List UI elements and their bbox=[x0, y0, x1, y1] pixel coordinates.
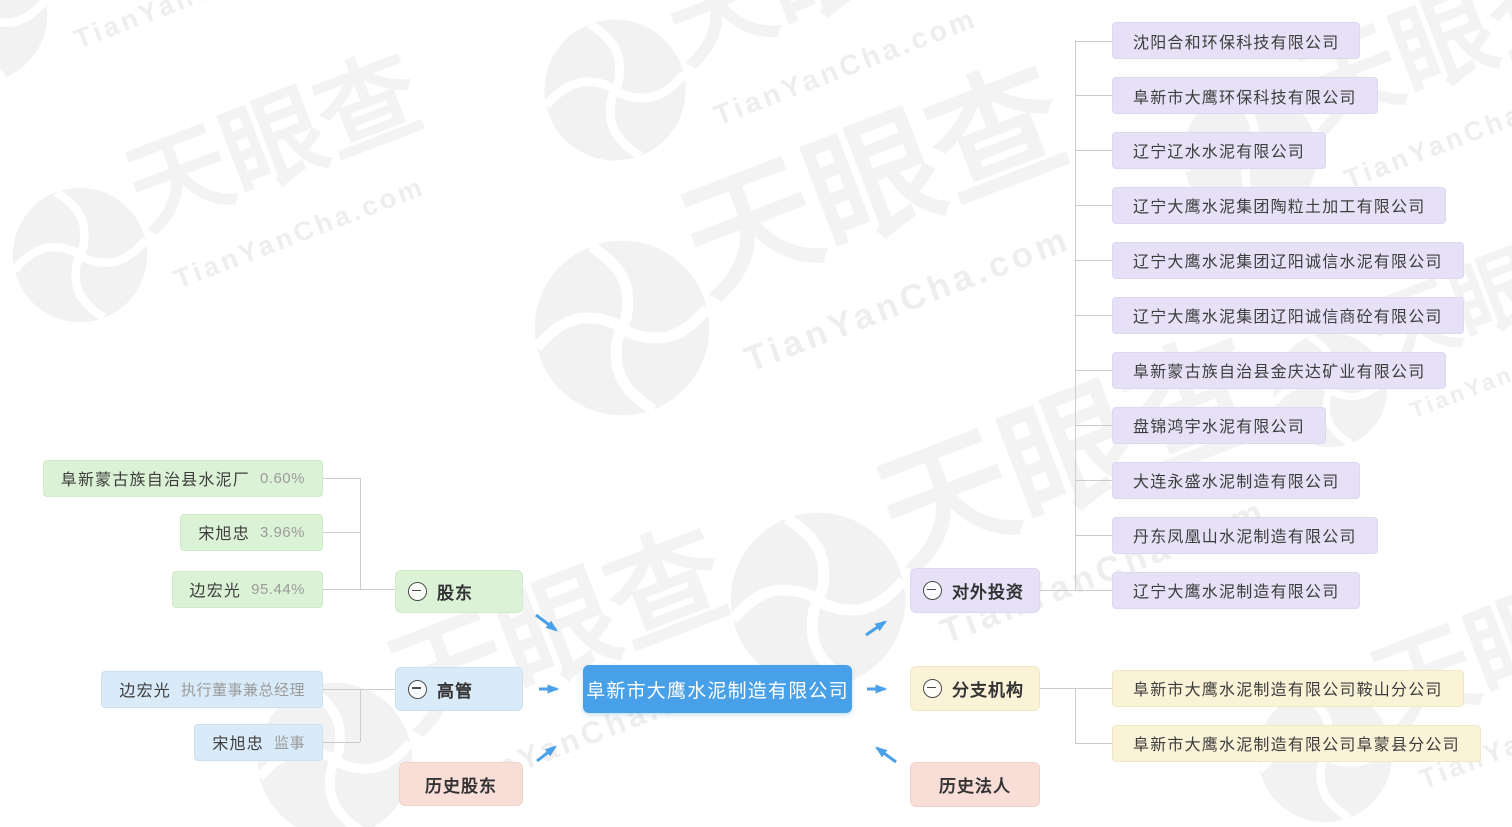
connector-line bbox=[1075, 41, 1112, 42]
shareholder-percent: 95.44% bbox=[251, 580, 305, 598]
shareholder-name: 宋旭忠 bbox=[198, 526, 250, 543]
collapse-minus-icon[interactable] bbox=[408, 582, 427, 601]
shareholder-name: 阜新蒙古族自治县水泥厂 bbox=[60, 472, 250, 489]
connector-line bbox=[323, 589, 395, 590]
investment-company[interactable]: 沈阳合和环保科技有限公司 bbox=[1112, 22, 1361, 59]
investment-company[interactable]: 辽宁大鹰水泥集团陶粒土加工有限公司 bbox=[1112, 186, 1447, 224]
shareholder[interactable]: 阜新蒙古族自治县水泥厂 0.60% bbox=[42, 459, 323, 497]
connector-line bbox=[1075, 425, 1112, 426]
connector-line bbox=[1075, 743, 1112, 744]
executive-role: 执行董事兼总经理 bbox=[180, 681, 305, 699]
connector-line bbox=[1075, 315, 1112, 316]
investment-company[interactable]: 阜新蒙古族自治县金庆达矿业有限公司 bbox=[1112, 351, 1447, 389]
connector-line bbox=[1075, 150, 1112, 151]
shareholder-name: 边宏光 bbox=[189, 583, 242, 600]
executive[interactable]: 宋旭忠监事 bbox=[194, 723, 323, 761]
investment-company[interactable]: 盘锦鸿宇水泥有限公司 bbox=[1112, 406, 1327, 444]
center-company-node[interactable]: 阜新市大鹰水泥制造有限公司 bbox=[583, 665, 852, 713]
executive-role: 监事 bbox=[273, 734, 305, 752]
investment-company[interactable]: 丹东凤凰山水泥制造有限公司 bbox=[1112, 516, 1378, 554]
group-node-shareholders[interactable]: 股东 bbox=[395, 570, 523, 613]
executive-name: 宋旭忠 bbox=[212, 736, 264, 753]
shareholder-percent: 3.96% bbox=[259, 523, 305, 541]
group-label: 对外投资 bbox=[952, 583, 1024, 602]
investment-company[interactable]: 辽宁辽水水泥有限公司 bbox=[1112, 131, 1327, 169]
connector-line bbox=[323, 742, 360, 743]
connector-line bbox=[1075, 260, 1112, 261]
connector-line bbox=[1075, 480, 1112, 481]
group-node-branches[interactable]: 分支机构 bbox=[910, 666, 1040, 711]
collapse-minus-icon[interactable] bbox=[923, 581, 942, 600]
group-label: 历史股东 bbox=[425, 776, 497, 796]
investment-company[interactable]: 大连永盛水泥制造有限公司 bbox=[1112, 461, 1361, 499]
collapse-minus-icon[interactable] bbox=[408, 679, 427, 699]
connector-line bbox=[323, 532, 360, 533]
branch-company[interactable]: 阜新市大鹰水泥制造有限公司阜蒙县分公司 bbox=[1112, 724, 1481, 762]
executives-trunk-line bbox=[360, 689, 361, 742]
group-node-historical-legal[interactable]: 历史法人 bbox=[910, 762, 1040, 807]
investment-company[interactable]: 辽宁大鹰水泥制造有限公司 bbox=[1112, 571, 1361, 609]
investment-company[interactable]: 辽宁大鹰水泥集团辽阳诚信商砼有限公司 bbox=[1112, 296, 1464, 334]
connector-line bbox=[323, 689, 395, 690]
group-node-historical-shareholders[interactable]: 历史股东 bbox=[399, 762, 523, 806]
connector-line bbox=[1040, 688, 1112, 689]
investment-company[interactable]: 阜新市大鹰环保科技有限公司 bbox=[1112, 77, 1378, 114]
collapse-minus-icon[interactable] bbox=[923, 679, 942, 698]
group-label: 历史法人 bbox=[939, 777, 1011, 796]
shareholder[interactable]: 边宏光 95.44% bbox=[171, 570, 323, 608]
shareholders-trunk-line bbox=[360, 478, 361, 589]
branch-company[interactable]: 阜新市大鹰水泥制造有限公司鞍山分公司 bbox=[1112, 669, 1464, 707]
branches-trunk-line bbox=[1075, 688, 1076, 743]
executive-name: 边宏光 bbox=[119, 683, 171, 700]
connector-line bbox=[1040, 590, 1075, 591]
group-node-investments[interactable]: 对外投资 bbox=[910, 568, 1040, 613]
investment-company[interactable]: 辽宁大鹰水泥集团辽阳诚信水泥有限公司 bbox=[1112, 241, 1464, 279]
group-label: 股东 bbox=[437, 584, 473, 603]
executive[interactable]: 边宏光执行董事兼总经理 bbox=[101, 670, 323, 708]
group-label: 高管 bbox=[437, 681, 473, 701]
group-label: 分支机构 bbox=[952, 681, 1024, 700]
shareholder-percent: 0.60% bbox=[259, 469, 305, 487]
investments-trunk-line bbox=[1075, 40, 1076, 590]
connector-line bbox=[1075, 370, 1112, 371]
connector-line bbox=[1075, 535, 1112, 536]
group-node-executives[interactable]: 高管 bbox=[395, 667, 523, 711]
shareholder[interactable]: 宋旭忠 3.96% bbox=[180, 513, 323, 551]
connector-line bbox=[1075, 205, 1112, 206]
connector-line bbox=[1075, 95, 1112, 96]
connector-line bbox=[323, 478, 360, 479]
connector-line bbox=[1075, 590, 1112, 591]
